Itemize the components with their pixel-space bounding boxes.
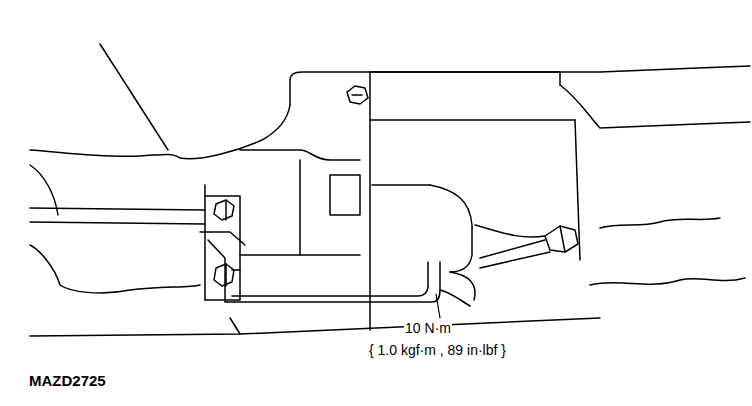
crossmember-rod (205, 196, 240, 300)
frame-rail (440, 290, 470, 306)
differential-housing (299, 160, 301, 255)
crossmember-rod (225, 200, 227, 220)
upper-bolt (352, 94, 362, 96)
differential-housing (370, 72, 560, 85)
propeller-shaft (545, 226, 578, 252)
differential-housing (560, 85, 750, 128)
differential-housing (240, 150, 360, 160)
mount-bracket (200, 232, 440, 302)
propeller-shaft (590, 278, 745, 285)
torque-value: 10 N·m (404, 320, 452, 336)
crossmember-rod (30, 222, 205, 224)
frame-rail (30, 290, 600, 336)
mount-bracket (225, 264, 227, 286)
differential-housing (290, 72, 600, 105)
body-panel (30, 245, 200, 293)
figure-code: MAZD2725 (28, 372, 107, 389)
upper-bolt (347, 86, 368, 104)
body-panel (100, 44, 168, 150)
differential-housing (240, 66, 750, 330)
differential-cover (475, 225, 545, 237)
mount-bracket (200, 232, 245, 245)
mount-bracket (232, 269, 240, 271)
propeller-shaft (480, 218, 745, 285)
crossmember-rod (30, 208, 205, 210)
propeller-shaft (560, 226, 565, 252)
leader-line (436, 294, 440, 318)
differential-housing (369, 72, 371, 330)
differential-cover (372, 185, 545, 300)
frame-rail (30, 318, 600, 336)
differential-housing (600, 66, 750, 72)
differential-cover (430, 185, 472, 272)
differential-cover (372, 184, 430, 186)
mount-bracket (214, 264, 234, 286)
crossmember-rod (214, 200, 234, 220)
differential-housing (370, 119, 575, 121)
mount-bracket (208, 240, 440, 302)
propeller-shaft (480, 252, 550, 268)
mount-bracket (232, 262, 428, 296)
torque-conversion: { 1.0 kgf·m , 89 in·lbf } (368, 342, 507, 358)
differential-housing (330, 175, 360, 215)
propeller-shaft (600, 218, 720, 228)
frame-rail (230, 318, 240, 334)
upper-bolt (347, 86, 368, 104)
crossmember-rod (204, 185, 206, 300)
leader-line (436, 294, 440, 318)
crossmember-rod (30, 185, 240, 300)
